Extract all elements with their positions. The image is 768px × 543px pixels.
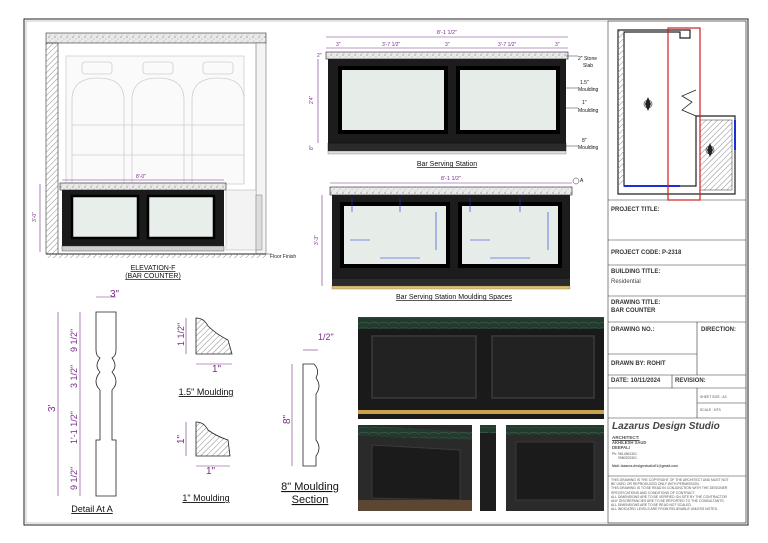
studio-mail: Mail: lazarus.designstudio01@gmail.com (612, 464, 679, 468)
elev-countertop (59, 182, 227, 191)
architect-label: ARCHITECT: (612, 435, 640, 440)
direction-label: DIRECTION: (701, 327, 736, 333)
detail-seg-dim: 9 1/2" (69, 329, 79, 352)
detail-seg-dim: 3 1/2" (69, 365, 79, 388)
moulding-8-subtitle: Section (292, 494, 329, 506)
station-seg-dim: 3'-7 1/2" (382, 42, 401, 48)
m15-width-dim: 1" (212, 364, 222, 375)
moulding-8-title: 8" Moulding (281, 481, 339, 493)
note-slab: Slab (583, 63, 593, 69)
m1-height-dim: 1" (176, 434, 187, 444)
note-line: ALL INDICATED LEVELS ARE FROM RELIEVABLE… (611, 507, 718, 512)
m8-height-dim: 8" (282, 414, 293, 424)
station-seg-dim: 3" (336, 42, 341, 48)
note-moulding: Moulding (578, 87, 599, 93)
notes-block: THIS DRAWING IS THE COPYRIGHT OF THE ARC… (611, 478, 745, 512)
moulding-1-drawing: 1" 1" (176, 421, 231, 477)
floor-finish-label: Floor Finish (270, 254, 296, 260)
detail-a-title: Detail At A (71, 504, 113, 514)
moulding-15-drawing: 1 1/2" 1" (176, 317, 233, 375)
drawing-title-value: BAR COUNTER (611, 308, 656, 314)
title-block-frame (607, 20, 747, 524)
sheet-size: SHEET SIZE : A3 (700, 395, 727, 399)
building-title-label: BUILDING TITLE: (611, 269, 661, 275)
building-title-value: Residential (611, 279, 641, 285)
note-moulding: Moulding (578, 108, 599, 114)
note-15: 1.5" (580, 80, 589, 86)
note-line: THIS DRAWING IS TO BE READ IN CONJUNCTIO… (611, 486, 728, 491)
note-line: ALL DIMENSIONS ARE TO BE VERIFIED ON SIT… (611, 494, 727, 499)
station-height-dim: 2'4" (309, 95, 315, 104)
svg-text:A: A (580, 178, 584, 184)
serving-station-drawing: 8'-1 1/2" 3" 3'-7 1/2" 3" 3'-7 1/2" 3" 2… (309, 30, 578, 155)
station-seg-dim: 3'-7 1/2" (498, 42, 517, 48)
m1-width-dim: 1" (206, 466, 216, 477)
note-line: ALL DIMENSIONS ARE TO BE READ NOT SCALED… (611, 503, 692, 508)
detail-a-drawing: 3" 3' 9 1/2" 3 1/2" 1'-1 1/2" 9 1/2" (47, 289, 120, 497)
note-line: ANY DISCREPANCIES ARE TO BE REPORTED TO … (611, 499, 725, 504)
note-line: SPECIFICATIONS AND CONDITIONS OF CONTRAC… (611, 490, 696, 495)
spaces-overall-dim: 8'-1 1/2" (441, 176, 461, 182)
note-moulding: Moulding (578, 145, 599, 151)
detail-overall-dim: 3' (47, 404, 58, 412)
note-1: 1" (582, 100, 587, 106)
render-corner (506, 425, 604, 511)
detail-seg-dim: 1'-1 1/2" (69, 411, 79, 444)
note-line: BE USED OR REPRODUCED ONLY WITH PERMISSI… (611, 482, 700, 487)
architect-name: AKHILESH SAUD (612, 440, 647, 445)
detail-seg-dim: 9 1/2" (69, 467, 79, 490)
scale-label: SCALE : NTS (700, 408, 721, 412)
serving-station-title: Bar Serving Station (417, 161, 477, 168)
elevation-title: ELEVATION-F (131, 265, 176, 272)
studio-name: Lazarus Design Studio (612, 421, 720, 432)
station-seg-dim: 3" (445, 42, 450, 48)
date-label: DATE: 10/11/2024 (611, 378, 661, 384)
render-main (358, 317, 604, 419)
note-stone: 2" Stone (578, 56, 597, 62)
moulding-spaces-drawing: 8'-1 1/2" 3'-3" A (314, 176, 584, 290)
drawing-title-label: DRAWING TITLE: (611, 300, 661, 306)
key-plan (617, 27, 736, 201)
background-shelving (65, 55, 245, 185)
station-overall-dim: 8'-1 1/2" (437, 30, 457, 36)
spaces-height-dim: 3'-3" (314, 235, 320, 245)
baluster-outline (95, 311, 117, 497)
ceiling-slab (45, 32, 267, 44)
station-slab-dim: 2" (317, 53, 322, 59)
key-plan-highlight (667, 27, 701, 201)
m8-width-dim: 1/2" (318, 332, 334, 342)
project-code: PROJECT CODE: P-2318 (611, 250, 682, 256)
elevation-f-drawing: 3'-0" 8'-0" Floor Finish (32, 32, 296, 260)
note-line: THIS DRAWING IS THE COPYRIGHT OF THE ARC… (611, 478, 729, 482)
moulding-15-title: 1.5" Moulding (179, 387, 234, 397)
phone-1: Ph: 9814561301 (612, 452, 637, 456)
render-side (480, 425, 496, 511)
phone-2: 9980205301 (618, 456, 637, 460)
left-wall-hatch (45, 42, 59, 255)
revision-label: REVISION: (675, 378, 706, 384)
elev-width-dim: 8'-0" (136, 174, 146, 180)
station-base-dim: 8" (309, 145, 315, 150)
station-seg-dim: 3" (555, 42, 560, 48)
moulding-1-title: 1" Moulding (182, 493, 229, 503)
elev-height-dim: 3'-0" (32, 212, 38, 222)
m15-height-dim: 1 1/2" (176, 323, 186, 346)
architect-city: DEEPALI (612, 445, 630, 450)
project-title-label: PROJECT TITLE: (611, 207, 660, 213)
drawing-no-label: DRAWING NO.: (611, 327, 655, 333)
detail-top-dim: 3" (110, 289, 120, 300)
moulding-8-drawing: 1/2" 8" (282, 332, 334, 467)
render-angle (358, 425, 472, 511)
note-8: 8" (582, 138, 587, 144)
drawn-by: DRAWN BY: ROHIT (611, 361, 666, 367)
elevation-subtitle: (BAR COUNTER) (125, 273, 181, 280)
station-stone-slab (325, 51, 569, 60)
moulding-spaces-title: Bar Serving Station Moulding Spaces (396, 294, 512, 301)
